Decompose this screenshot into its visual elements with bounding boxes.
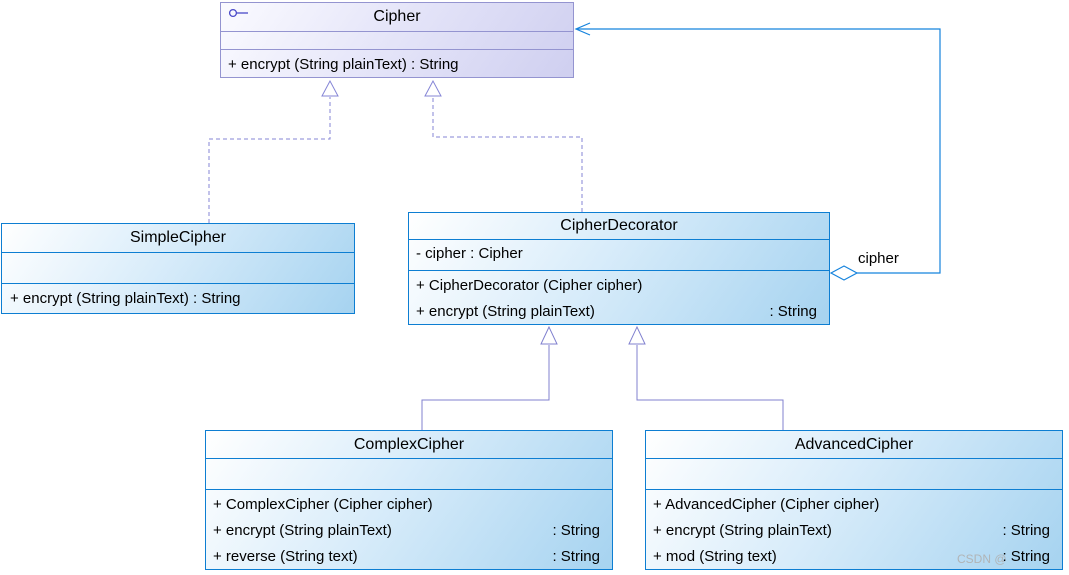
interface-lollipop-icon [228, 8, 248, 18]
method-row: + encrypt (String plainText) : String [653, 518, 1050, 544]
method-signature: + CipherDecorator (Cipher cipher) [416, 277, 643, 294]
realization-triangle-icon [424, 79, 442, 97]
association-role-label: cipher [858, 250, 899, 267]
realization-cipherdecorator-to-cipher [432, 97, 583, 212]
method-return-type: : String [769, 303, 817, 320]
attributes-compartment [206, 458, 612, 489]
csdn-watermark: CSDN @ [957, 552, 1007, 566]
method-signature: + encrypt (String plainText) [213, 522, 392, 539]
class-box-cipher-decorator: CipherDecorator - cipher : Cipher + Ciph… [408, 212, 830, 325]
attribute-row: - cipher : Cipher [416, 241, 817, 267]
method-row: + AdvancedCipher (Cipher cipher) [653, 492, 1050, 518]
class-box-simple-cipher: SimpleCipher + encrypt (String plainText… [1, 223, 355, 314]
class-header-advanced-cipher: AdvancedCipher [646, 431, 1062, 458]
attributes-compartment [221, 31, 573, 49]
method-signature: + encrypt (String plainText) : String [10, 290, 241, 307]
attributes-compartment [646, 458, 1062, 489]
methods-compartment: + AdvancedCipher (Cipher cipher) + encry… [646, 489, 1062, 570]
method-return-type: : String [1002, 522, 1050, 539]
methods-compartment: + ComplexCipher (Cipher cipher) + encryp… [206, 489, 612, 570]
class-title: SimpleCipher [129, 229, 227, 246]
class-box-cipher: Cipher + encrypt (String plainText) : St… [220, 2, 574, 78]
realization-simplecipher-to-cipher [208, 97, 331, 223]
method-row: + CipherDecorator (Cipher cipher) [416, 273, 817, 299]
class-header-simple-cipher: SimpleCipher [2, 224, 354, 252]
class-header-cipher: Cipher [221, 3, 573, 31]
class-title: ComplexCipher [353, 435, 465, 453]
method-signature: + ComplexCipher (Cipher cipher) [213, 496, 433, 513]
method-signature: + encrypt (String plainText) [416, 303, 595, 320]
class-header-complex-cipher: ComplexCipher [206, 431, 612, 458]
realization-triangle-icon [321, 79, 339, 97]
method-return-type: : String [552, 548, 600, 565]
method-row: + encrypt (String plainText) : String [228, 52, 561, 78]
generalization-advancedcipher-to-cipherdecorator [636, 345, 784, 430]
attributes-compartment: - cipher : Cipher [409, 239, 829, 270]
method-signature: + reverse (String text) [213, 548, 358, 565]
class-header-cipher-decorator: CipherDecorator [409, 213, 829, 239]
method-row: + mod (String text) : String [653, 544, 1050, 570]
attribute-signature: - cipher : Cipher [416, 245, 523, 262]
method-row: + ComplexCipher (Cipher cipher) [213, 492, 600, 518]
open-arrowhead-icon [574, 22, 591, 36]
attributes-compartment [2, 252, 354, 283]
generalization-complexcipher-to-cipherdecorator [421, 345, 550, 430]
method-signature: + mod (String text) [653, 548, 777, 565]
class-title: Cipher [373, 8, 421, 25]
class-box-advanced-cipher: CSDN @ AdvancedCipher + AdvancedCipher (… [645, 430, 1063, 570]
method-row: + encrypt (String plainText) : String [213, 518, 600, 544]
generalization-triangle-icon [628, 325, 646, 345]
method-signature: + AdvancedCipher (Cipher cipher) [653, 496, 880, 513]
generalization-triangle-icon [540, 325, 558, 345]
method-return-type: : String [1002, 548, 1050, 565]
class-title: CipherDecorator [560, 217, 678, 234]
class-box-complex-cipher: ComplexCipher + ComplexCipher (Cipher ci… [205, 430, 613, 570]
methods-compartment: + encrypt (String plainText) : String [2, 283, 354, 313]
methods-compartment: + CipherDecorator (Cipher cipher) + encr… [409, 270, 829, 325]
method-row: + encrypt (String plainText) : String [416, 299, 817, 325]
method-return-type: : String [552, 522, 600, 539]
method-row: + encrypt (String plainText) : String [10, 286, 342, 312]
method-signature: + encrypt (String plainText) [653, 522, 832, 539]
class-title: AdvancedCipher [794, 435, 914, 453]
method-signature: + encrypt (String plainText) : String [228, 56, 459, 73]
methods-compartment: + encrypt (String plainText) : String [221, 49, 573, 78]
method-row: + reverse (String text) : String [213, 544, 600, 570]
aggregation-diamond-icon [829, 265, 859, 281]
